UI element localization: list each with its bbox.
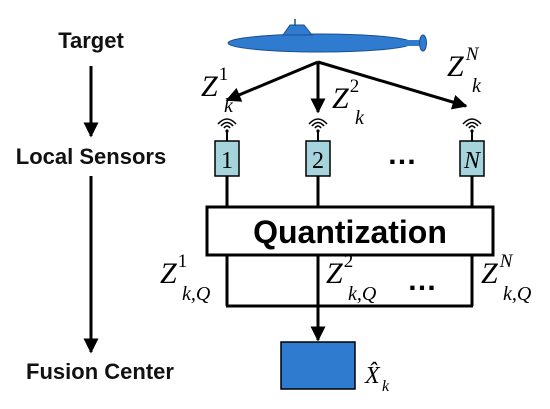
quantization-label: Quantization bbox=[253, 214, 447, 250]
measurement-arrows bbox=[225, 60, 468, 114]
sensor-2: 2 bbox=[305, 131, 331, 177]
measurement-sub-n: k bbox=[472, 75, 482, 97]
stage-label-target: Target bbox=[58, 28, 124, 53]
submarine-icon bbox=[227, 19, 427, 53]
stage-label-fusion-center: Fusion Center bbox=[26, 359, 174, 384]
quantized-label-1: Z1 bbox=[160, 251, 187, 290]
sensor-label-n: N bbox=[463, 148, 482, 174]
quantized-label-2: Z2 bbox=[326, 251, 353, 290]
quantized-ellipsis: … bbox=[407, 264, 437, 297]
wireless-signal-icon bbox=[462, 118, 482, 134]
sensor-1: 1 bbox=[214, 131, 240, 177]
quantized-output-lines bbox=[225, 255, 474, 308]
measurement-label-1: Z1 bbox=[201, 64, 228, 103]
quantized-sub-2: k,Q bbox=[348, 283, 377, 305]
wireless-signal-icon bbox=[217, 118, 237, 134]
wireless-signal-icon bbox=[308, 118, 328, 134]
measurement-sub-1: k bbox=[224, 95, 234, 117]
measurement-sub-2: k bbox=[355, 107, 365, 129]
stage-label-local-sensors: Local Sensors bbox=[16, 144, 166, 169]
estimate-sub: k bbox=[382, 378, 390, 395]
sensor-label-1: 1 bbox=[221, 148, 233, 174]
estimate-label: X̂ bbox=[364, 362, 381, 389]
sensor-n: N bbox=[459, 131, 485, 177]
quantized-sub-n: k,Q bbox=[503, 283, 532, 305]
measurement-label-2: Z2 bbox=[332, 76, 359, 115]
quantization-block bbox=[205, 205, 495, 257]
fusion-center-block bbox=[280, 341, 356, 390]
sensor-label-2: 2 bbox=[312, 148, 324, 174]
sensor-ellipsis: … bbox=[387, 138, 417, 171]
quantized-sub-1: k,Q bbox=[182, 283, 211, 305]
sensor-to-quantizer-lines bbox=[225, 176, 474, 207]
